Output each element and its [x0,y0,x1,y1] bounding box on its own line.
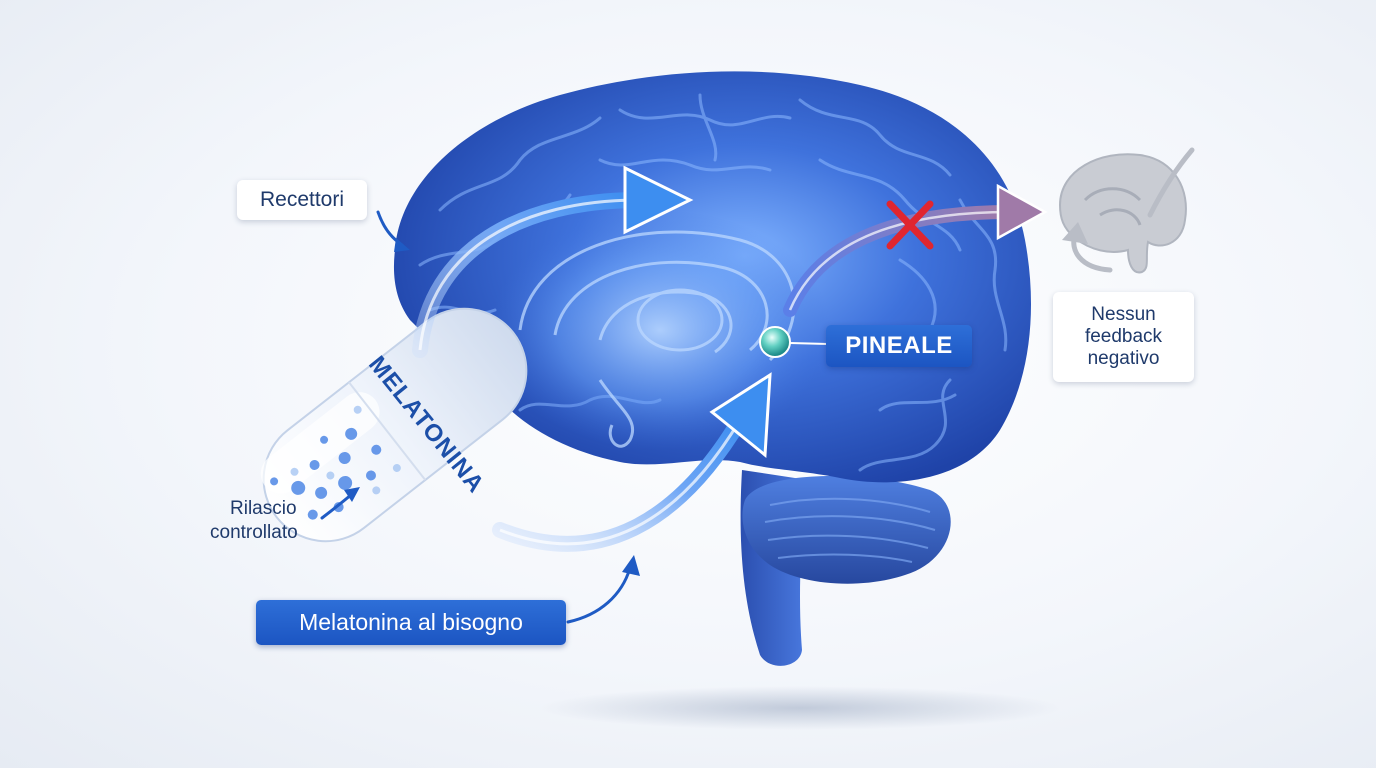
label-rilascio-line2: controllato [210,522,298,543]
label-rilascio-controllato: Rilascio controllato [210,497,340,545]
bisogno-pointer-arrow [566,555,640,624]
recettori-pointer-arrow [376,210,410,252]
pineale-connector [789,342,829,345]
blocked-x-icon [886,200,934,250]
rilascio-pointer-arrow [320,487,360,520]
label-recettori: Recettori [237,180,367,220]
arrow-to-pineale [492,372,772,552]
label-nessun-feedback-line2: feedback [1084,326,1163,347]
arrow-receptors [412,165,694,358]
label-pineale: PINEALE [826,325,972,367]
label-nessun-feedback: Nessun feedback negativo [1053,292,1194,382]
ground-shadow [540,686,1060,730]
label-nessun-feedback-line3: negativo [1087,348,1160,369]
label-melatonina-al-bisogno: Melatonina al bisogno [256,600,566,645]
arrow-feedback-blocked [783,183,1048,317]
pineal-gland-dot [759,326,791,358]
feedback-brain-icon [1058,147,1195,274]
label-rilascio-line1: Rilascio [230,498,297,519]
label-nessun-feedback-line1: Nessun [1091,304,1156,325]
